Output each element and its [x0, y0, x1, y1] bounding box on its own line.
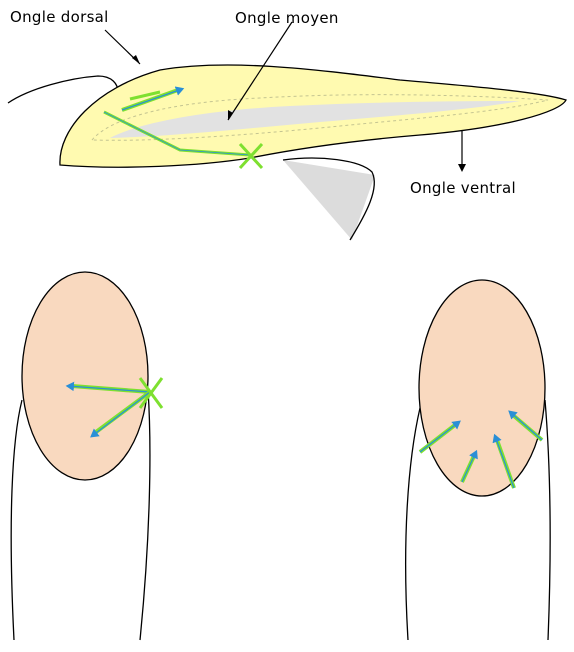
- label-ongle-ventral: Ongle ventral: [410, 179, 516, 197]
- nail-oval-right: [419, 280, 545, 496]
- label-ongle-dorsal: Ongle dorsal: [10, 8, 109, 26]
- pointer-ventral-head: [458, 164, 466, 172]
- nail-side-view: [8, 22, 566, 240]
- finger-left-outline-left: [11, 400, 22, 640]
- finger-left: [11, 272, 162, 640]
- finger-right-outline-left: [406, 408, 420, 640]
- finger-right-outline-right: [545, 400, 550, 640]
- pointer-dorsal-head: [132, 55, 140, 64]
- nail-oval-left: [22, 272, 148, 480]
- shadow-triangle: [283, 160, 375, 240]
- finger-right: [406, 280, 550, 640]
- label-ongle-moyen: Ongle moyen: [235, 9, 339, 27]
- finger-left-outline-right: [140, 390, 150, 640]
